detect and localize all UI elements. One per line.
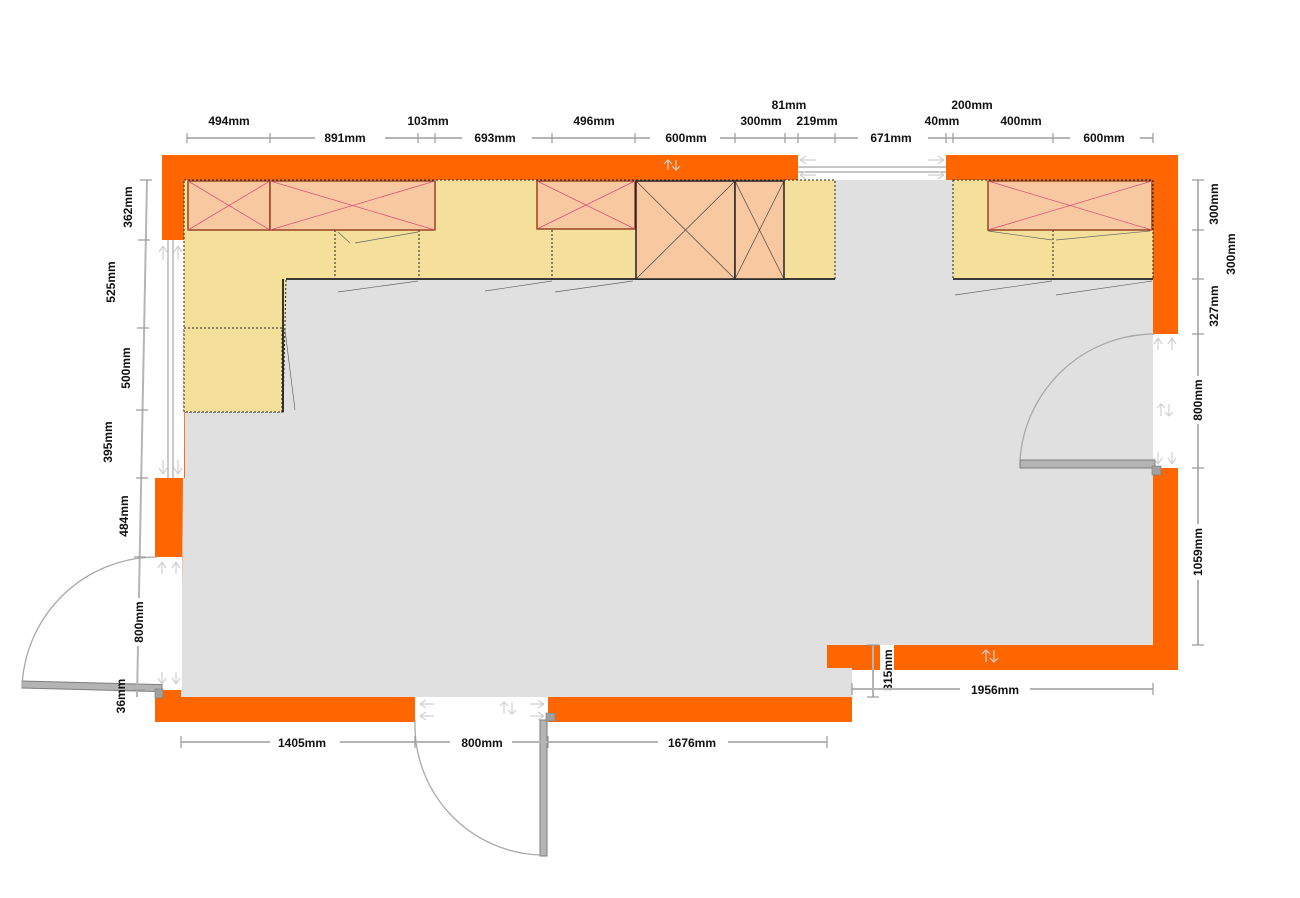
door-right-leaf xyxy=(1019,459,1156,469)
right-dimension-labels: 300mm 300mm 327mm 800mm 1059mm 315mm xyxy=(867,180,1238,698)
dim-step-315: 315mm xyxy=(881,649,895,690)
left-dimension-labels: 362mm 525mm 500mm 395mm 484mm 800mm 36mm xyxy=(101,180,146,713)
dim-top-693: 693mm xyxy=(474,131,515,145)
dim-right-300a: 300mm xyxy=(1207,183,1221,224)
dim-right-327: 327mm xyxy=(1207,285,1221,326)
window-left-opening xyxy=(157,240,184,478)
window-top-opening xyxy=(798,155,946,180)
door-bottom xyxy=(414,699,556,857)
wall-units xyxy=(187,180,1153,231)
step-gap xyxy=(827,668,852,697)
dim-top-400: 400mm xyxy=(1000,114,1041,128)
dim-bottom-1956: 1956mm xyxy=(971,683,1019,697)
door-left xyxy=(21,556,181,699)
dim-left-500: 500mm xyxy=(119,347,133,388)
dim-top-891: 891mm xyxy=(324,131,365,145)
tall-units xyxy=(635,180,785,280)
top-dimension-labels: 494mm 891mm 103mm 693mm 496mm 600mm 300m… xyxy=(195,98,1140,145)
wall-symbols xyxy=(499,159,1174,715)
dim-right-300b: 300mm xyxy=(1224,233,1238,274)
dim-top-219: 219mm xyxy=(796,114,837,128)
dim-bottom-1676: 1676mm xyxy=(668,736,716,750)
dim-top-103: 103mm xyxy=(407,114,448,128)
bottom-dimension-labels: 1405mm 800mm 1676mm 1956mm xyxy=(270,682,1030,750)
dim-top-81: 81mm xyxy=(772,98,807,112)
dim-top-200: 200mm xyxy=(951,98,992,112)
dim-top-600b: 600mm xyxy=(1083,131,1124,145)
dim-top-671: 671mm xyxy=(870,131,911,145)
dim-left-395: 395mm xyxy=(101,421,115,462)
door-left-opening xyxy=(155,557,182,690)
dim-right-1059: 1059mm xyxy=(1191,528,1205,576)
window-top xyxy=(798,155,946,180)
door-bottom-leaf xyxy=(539,719,548,857)
dim-right-800: 800mm xyxy=(1191,379,1205,420)
room-floor xyxy=(181,180,1153,697)
dim-top-496: 496mm xyxy=(573,114,614,128)
dim-left-525: 525mm xyxy=(104,261,118,302)
door-right-opening xyxy=(1153,334,1178,468)
base-unit-corner-lower xyxy=(183,327,283,413)
dim-left-484: 484mm xyxy=(117,495,131,536)
dim-top-40: 40mm xyxy=(925,114,960,128)
dim-top-300: 300mm xyxy=(740,114,781,128)
dim-top-600a: 600mm xyxy=(665,131,706,145)
dim-bottom-1405: 1405mm xyxy=(278,736,326,750)
door-bottom-opening xyxy=(415,697,548,722)
door-right xyxy=(1019,333,1177,476)
dim-bottom-800: 800mm xyxy=(461,736,502,750)
dim-left-800: 800mm xyxy=(132,601,146,642)
window-left xyxy=(158,240,183,478)
dim-left-362: 362mm xyxy=(121,186,135,227)
dim-top-494: 494mm xyxy=(208,114,249,128)
dim-left-36: 36mm xyxy=(114,679,128,714)
